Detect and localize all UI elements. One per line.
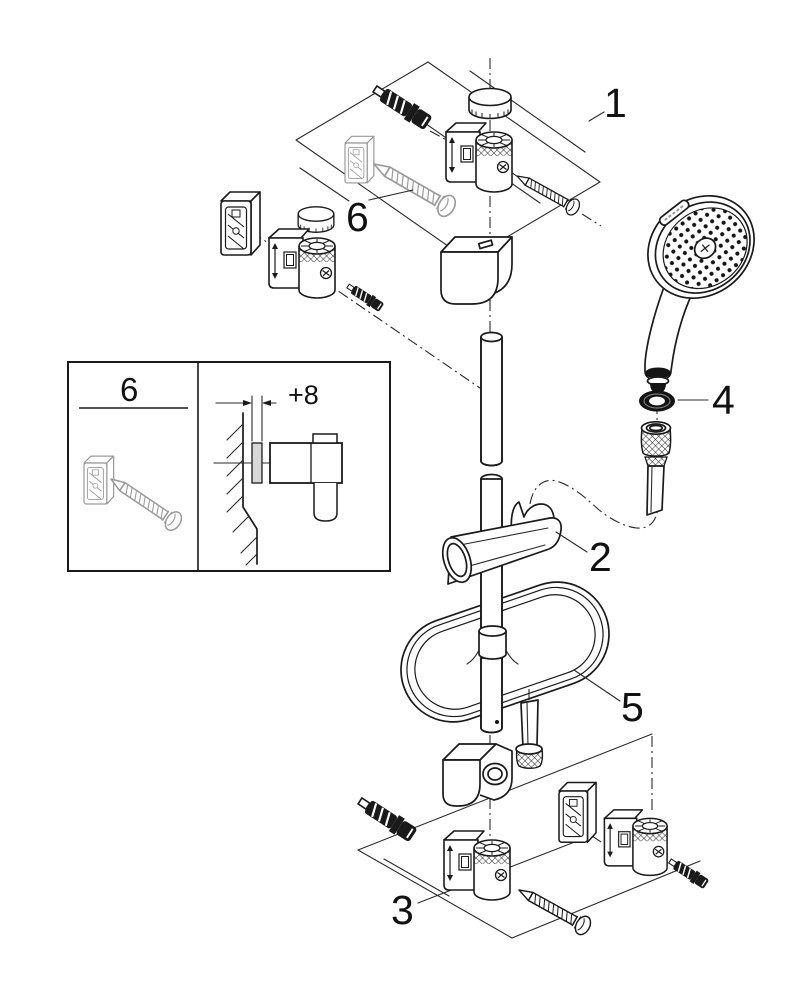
- right-machine-screw: [665, 854, 711, 891]
- inset-dimension: +8: [215, 380, 319, 442]
- shower-rail-upper: [480, 331, 503, 467]
- left-wall-bracket: [268, 228, 336, 299]
- bottom-wall-bracket: [443, 830, 511, 901]
- inset-callout-6: 6: [120, 371, 138, 408]
- callout-5-label: 5: [621, 684, 644, 730]
- left-machine-screw: [344, 280, 386, 314]
- handle-dark-band: [645, 367, 671, 379]
- callout-2-label: 2: [589, 534, 612, 580]
- callout-4-label: 4: [712, 377, 735, 423]
- hose-upper: [646, 465, 665, 516]
- top-plane-lines: [295, 61, 601, 261]
- callout-1: 1: [588, 80, 627, 126]
- bottom-machine-screw: [353, 791, 420, 845]
- hose-lower: [520, 699, 539, 749]
- top-long-screw: [512, 167, 583, 218]
- shower-handle: [644, 286, 693, 381]
- right-wall-plug: [558, 781, 597, 844]
- callout-5: 5: [573, 669, 644, 730]
- hose-routing-line: [529, 479, 659, 529]
- hose-nut-lower: [515, 743, 544, 769]
- top-machine-screw: [368, 79, 435, 133]
- shower-rail-lower: [480, 657, 503, 734]
- inset-spacer-plate: [251, 442, 263, 484]
- callout-2: 2: [555, 531, 612, 580]
- top-wall-bracket: [445, 122, 513, 193]
- shower-head: [647, 194, 755, 300]
- glide-holder: [441, 501, 562, 585]
- inset-dimension-label: +8: [288, 380, 319, 410]
- hose-nut-upper: [640, 420, 672, 467]
- shower-hose-washer: [639, 390, 675, 412]
- inset-detail-box: 6 +8: [67, 361, 391, 572]
- inset-wall-hatch: [226, 412, 258, 566]
- tray-hub: [466, 625, 519, 665]
- bottom-rail-cover: [442, 743, 513, 807]
- hand-shower: [644, 194, 755, 393]
- callout-6-label: 6: [346, 194, 369, 240]
- right-wall-bracket: [603, 809, 668, 877]
- inset-bracket-side-view: [213, 433, 343, 522]
- inset-plug: [83, 455, 115, 505]
- callout-1-label: 1: [604, 80, 627, 126]
- callout-4: 4: [677, 377, 735, 423]
- left-wall-plug: [220, 191, 261, 256]
- part6-wall-plug: [344, 135, 375, 184]
- callout-3: 3: [391, 887, 414, 933]
- callout-6: 6: [299, 167, 414, 240]
- callout-3-label: 3: [391, 887, 414, 933]
- top-cap: [468, 87, 512, 120]
- top-rail-cover: [440, 236, 513, 305]
